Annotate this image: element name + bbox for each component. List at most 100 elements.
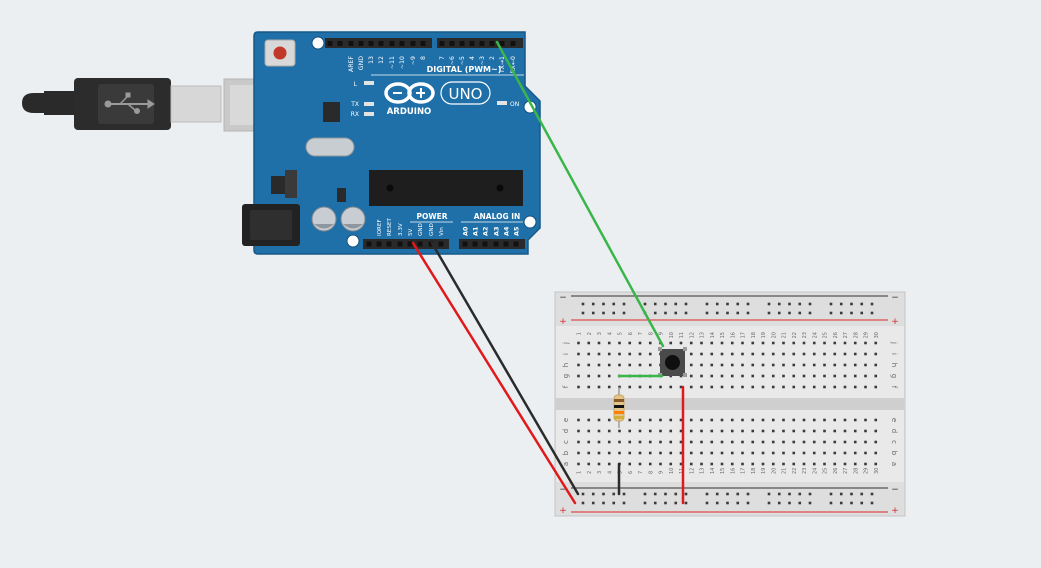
breadboard-hole[interactable] — [833, 385, 837, 389]
breadboard-hole[interactable] — [782, 385, 785, 389]
breadboard-hole[interactable] — [577, 451, 580, 455]
breadboard-hole[interactable] — [597, 352, 601, 356]
breadboard-hole[interactable] — [720, 418, 724, 422]
breadboard-hole[interactable] — [853, 440, 857, 444]
breadboard-hole[interactable] — [833, 363, 837, 367]
breadboard-hole[interactable] — [587, 374, 591, 378]
breadboard-hole[interactable] — [833, 429, 837, 433]
breadboard-hole[interactable] — [720, 451, 724, 455]
breadboard-hole[interactable] — [618, 341, 621, 345]
breadboard-hole[interactable] — [829, 501, 833, 505]
breadboard-hole[interactable] — [860, 492, 864, 496]
breadboard-hole[interactable] — [664, 492, 667, 496]
breadboard-hole[interactable] — [829, 492, 833, 496]
breadboard-hole[interactable] — [689, 440, 693, 444]
breadboard-hole[interactable] — [710, 341, 714, 345]
breadboard-hole[interactable] — [823, 462, 826, 466]
breadboard-hole[interactable] — [710, 374, 714, 378]
breadboard-hole[interactable] — [689, 385, 693, 389]
breadboard-hole[interactable] — [812, 352, 816, 356]
breadboard-hole[interactable] — [602, 492, 605, 496]
breadboard-hole[interactable] — [710, 440, 714, 444]
header-pin[interactable] — [472, 241, 478, 247]
breadboard-hole[interactable] — [628, 363, 632, 367]
header-pin[interactable] — [479, 41, 485, 46]
header-pin[interactable] — [389, 41, 395, 46]
header-pin[interactable] — [462, 241, 468, 247]
breadboard-hole[interactable] — [798, 302, 802, 306]
breadboard-hole[interactable] — [870, 492, 874, 496]
header-pin[interactable] — [386, 241, 392, 247]
breadboard-hole[interactable] — [736, 501, 740, 505]
breadboard-hole[interactable] — [864, 341, 867, 345]
breadboard-hole[interactable] — [802, 440, 806, 444]
breadboard-hole[interactable] — [684, 302, 688, 306]
breadboard-hole[interactable] — [674, 501, 678, 505]
breadboard-hole[interactable] — [597, 440, 601, 444]
breadboard-hole[interactable] — [628, 462, 632, 466]
breadboard-hole[interactable] — [736, 492, 740, 496]
breadboard-hole[interactable] — [720, 440, 724, 444]
wires[interactable] — [411, 40, 685, 505]
breadboard-hole[interactable] — [679, 429, 683, 433]
breadboard-hole[interactable] — [802, 462, 806, 466]
breadboard-hole[interactable] — [802, 385, 806, 389]
breadboard-hole[interactable] — [782, 440, 785, 444]
breadboard-hole[interactable] — [597, 462, 601, 466]
breadboard-hole[interactable] — [829, 311, 833, 315]
breadboard-hole[interactable] — [853, 341, 857, 345]
breadboard-hole[interactable] — [833, 440, 837, 444]
breadboard-hole[interactable] — [700, 341, 703, 345]
breadboard-hole[interactable] — [730, 385, 734, 389]
breadboard-hole[interactable] — [622, 492, 626, 496]
breadboard-hole[interactable] — [622, 302, 626, 306]
breadboard-hole[interactable] — [587, 341, 591, 345]
breadboard-hole[interactable] — [618, 352, 621, 356]
header-pin[interactable] — [503, 241, 509, 247]
breadboard-hole[interactable] — [587, 451, 591, 455]
breadboard-hole[interactable] — [638, 429, 642, 433]
breadboard-hole[interactable] — [839, 311, 843, 315]
breadboard-hole[interactable] — [808, 311, 812, 315]
breadboard-hole[interactable] — [870, 501, 874, 505]
breadboard-hole[interactable] — [864, 385, 867, 389]
resistor[interactable] — [613, 387, 625, 428]
breadboard-hole[interactable] — [792, 440, 796, 444]
breadboard-hole[interactable] — [679, 462, 683, 466]
breadboard-hole[interactable] — [679, 440, 683, 444]
breadboard-hole[interactable] — [591, 501, 595, 505]
breadboard-hole[interactable] — [777, 501, 781, 505]
breadboard-hole[interactable] — [659, 385, 662, 389]
header-pin[interactable] — [399, 41, 405, 46]
breadboard-hole[interactable] — [741, 385, 744, 389]
breadboard-hole[interactable] — [808, 302, 812, 306]
power-5v-wire[interactable] — [411, 241, 577, 505]
breadboard-hole[interactable] — [607, 451, 611, 455]
breadboard-hole[interactable] — [700, 462, 703, 466]
breadboard-hole[interactable] — [761, 462, 765, 466]
header-pin[interactable] — [378, 41, 384, 46]
breadboard-hole[interactable] — [602, 302, 605, 306]
breadboard-hole[interactable] — [612, 501, 616, 505]
breadboard-hole[interactable] — [710, 462, 714, 466]
breadboard-hole[interactable] — [874, 418, 878, 422]
breadboard-hole[interactable] — [853, 385, 857, 389]
breadboard-hole[interactable] — [622, 311, 626, 315]
breadboard-hole[interactable] — [659, 429, 662, 433]
breadboard-hole[interactable] — [607, 352, 611, 356]
breadboard-hole[interactable] — [839, 501, 843, 505]
breadboard-hole[interactable] — [808, 501, 812, 505]
breadboard-hole[interactable] — [612, 302, 616, 306]
breadboard-hole[interactable] — [643, 501, 647, 505]
breadboard-hole[interactable] — [771, 451, 775, 455]
breadboard-hole[interactable] — [853, 352, 857, 356]
breadboard-hole[interactable] — [607, 429, 611, 433]
breadboard-hole[interactable] — [746, 311, 750, 315]
breadboard-hole[interactable] — [730, 352, 734, 356]
breadboard-hole[interactable] — [864, 429, 867, 433]
breadboard-hole[interactable] — [587, 418, 591, 422]
breadboard-hole[interactable] — [669, 385, 673, 389]
breadboard-hole[interactable] — [689, 374, 693, 378]
breadboard-hole[interactable] — [802, 352, 806, 356]
breadboard-hole[interactable] — [684, 501, 688, 505]
